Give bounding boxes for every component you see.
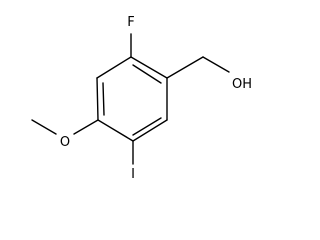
bond-ch2-o <box>202 56 230 73</box>
bond-ring-o <box>73 119 99 135</box>
structure-canvas: F OH O I <box>31 15 252 182</box>
ring-double-bond-inner-3 <box>132 64 162 84</box>
hydroxyl-label: OH <box>232 77 252 92</box>
ring-double-bond-inner-1 <box>102 82 105 116</box>
iodine-label: I <box>131 167 135 182</box>
ring-bond-3 <box>97 119 134 142</box>
chemical-structure-diagram: F OH O I <box>31 15 252 182</box>
methoxy-oxygen-label: O <box>60 135 70 150</box>
ring-bond-2 <box>96 77 99 121</box>
ring-bond-4 <box>132 119 168 142</box>
bond-ring-ch2 <box>166 56 204 79</box>
ring-bond-1 <box>96 56 132 79</box>
ring-bond-6 <box>130 56 168 79</box>
substituent-bonds <box>31 33 230 165</box>
ring-double-bond-inner-2 <box>132 117 162 136</box>
fluorine-label: F <box>127 15 134 30</box>
bond-o-ch3 <box>31 119 57 135</box>
benzene-ring <box>96 56 168 142</box>
